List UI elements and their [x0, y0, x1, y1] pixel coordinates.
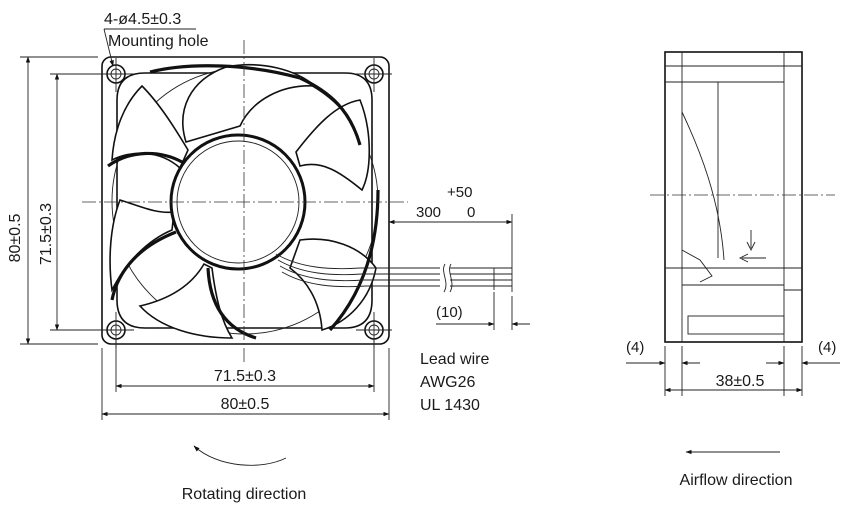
lead-wire-line1: Lead wire: [420, 351, 489, 368]
lead-strip-length: (10): [436, 304, 463, 321]
lead-wire-line2: AWG26: [420, 374, 476, 391]
fan-blades: [107, 63, 380, 340]
lead-tol-plus: +50: [447, 184, 472, 201]
side-view: (4) (4) 38±0.5 Airflow direction: [626, 51, 840, 489]
dim-width-outer: 80±0.5: [221, 396, 270, 413]
mounting-hole-label: Mounting hole: [108, 33, 209, 50]
hole-spec-label: 4-ø4.5±0.3: [104, 11, 181, 28]
dim-height-outer: 80±0.5: [7, 213, 24, 262]
fan-frame: [101, 56, 390, 345]
venturi-ring: [116, 72, 373, 329]
side-dim-depth: 38±0.5: [716, 373, 765, 390]
rotation-arrow-icon: [193, 445, 287, 466]
rotating-direction-label: Rotating direction: [182, 486, 307, 503]
side-dim-right: (4): [818, 339, 836, 356]
side-frame: [664, 51, 803, 343]
flow-marker-icon: [738, 230, 766, 263]
side-dim-left: (4): [626, 339, 644, 356]
lead-dimensions: +50 300 0 (10) Lead wire AWG26 UL 1430: [388, 184, 530, 414]
airflow-direction-label: Airflow direction: [680, 472, 793, 489]
lead-wires: [275, 253, 512, 293]
front-view: 4-ø4.5±0.3 Mounting hole 80±0.5 71.5±0.3…: [7, 11, 512, 503]
dim-width-pitch: 71.5±0.3: [214, 368, 276, 385]
lead-tol-zero: 0: [467, 204, 475, 221]
lead-length: 300: [416, 204, 441, 221]
lead-wire-line3: UL 1430: [420, 397, 480, 414]
dim-height-pitch: 71.5±0.3: [38, 203, 55, 265]
